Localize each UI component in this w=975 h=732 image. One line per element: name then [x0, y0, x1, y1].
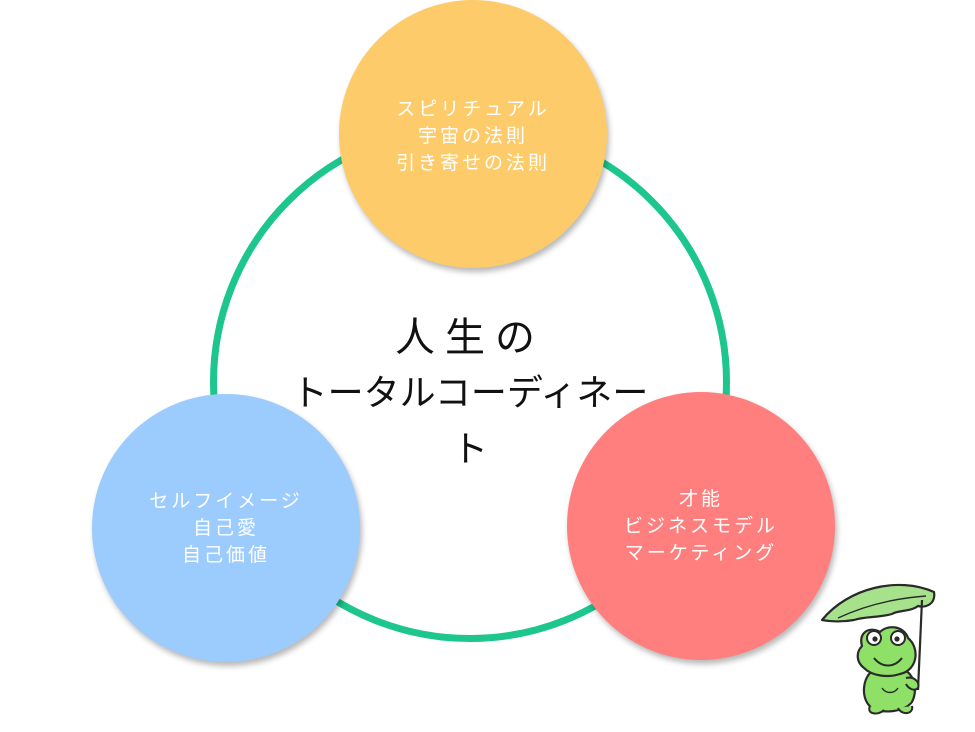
node-talent-line-1: 才能 [678, 488, 723, 510]
node-talent: 才能 ビジネスモデル マーケティング [567, 392, 835, 660]
center-title-line-2: トータルコーディネート [291, 373, 649, 470]
node-talent-line-3: マーケティング [624, 542, 778, 564]
node-spiritual-line-3: 引き寄せの法則 [395, 152, 550, 174]
node-self-image-line-1: セルフイメージ [149, 490, 303, 512]
node-self-image-line-3: 自己価値 [181, 544, 270, 566]
node-self-image: セルフイメージ 自己愛 自己価値 [92, 394, 360, 662]
frog-with-leaf-umbrella-icon [820, 583, 936, 715]
node-spiritual-line-2: 宇宙の法則 [417, 125, 528, 147]
node-spiritual-line-1: スピリチュアル [396, 98, 550, 120]
center-title-line-1: 人生の [395, 315, 545, 361]
node-self-image-line-2: 自己愛 [192, 517, 259, 539]
node-spiritual: スピリチュアル 宇宙の法則 引き寄せの法則 [339, 0, 607, 268]
center-title: 人生の トータルコーディネート [290, 310, 650, 478]
node-talent-line-2: ビジネスモデル [623, 515, 778, 537]
